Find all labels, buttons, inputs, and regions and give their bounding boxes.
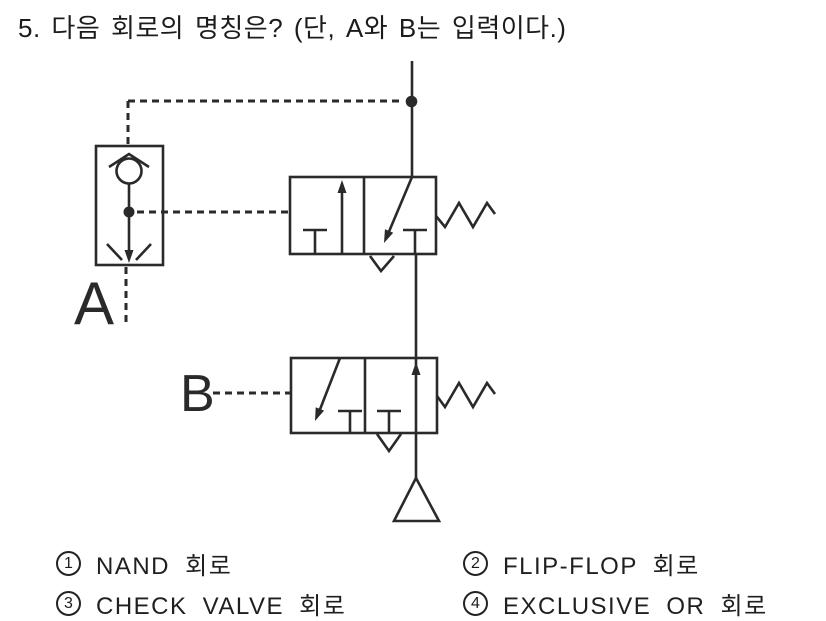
exhaust-vee-icon — [375, 433, 403, 454]
diagonal-arrow-icon — [315, 407, 325, 421]
option-3: 3 CHECK VALVE 회로 — [56, 586, 346, 621]
option-1: 1 NAND 회로 — [56, 546, 232, 581]
check-valve-seat — [108, 152, 150, 169]
junction-dot-top — [405, 95, 418, 108]
input-a: A — [74, 267, 128, 337]
check-valve-ball — [115, 157, 143, 185]
option-3-label: CHECK VALVE 회로 — [96, 593, 347, 620]
up-arrow-icon — [411, 362, 421, 375]
option-4-number: 4 — [463, 591, 488, 616]
option-1-number: 1 — [56, 551, 81, 576]
nozzle-left-line — [106, 243, 123, 261]
diagonal-arrow-icon — [384, 229, 394, 243]
option-3-number: 3 — [56, 591, 81, 616]
question-title: 5. 다음 회로의 명칭은? (단, A와 B는 입력이다.) — [18, 13, 567, 43]
spring-icon — [434, 200, 497, 230]
option-2: 2 FLIP-FLOP 회로 — [463, 546, 700, 581]
up-arrow-icon — [337, 180, 347, 193]
input-label-a: A — [74, 270, 114, 337]
input-label-b: B — [180, 365, 215, 423]
down-arrow-icon — [124, 250, 134, 263]
valve-upper — [288, 175, 497, 274]
option-4-label: EXCLUSIVE OR 회로 — [503, 593, 768, 620]
input-b: B — [180, 365, 290, 423]
valve-upper-diagonal-line — [386, 176, 414, 235]
junction-dot-check-valve — [123, 206, 135, 218]
output-triangle-icon — [391, 475, 442, 523]
spring-icon — [435, 380, 497, 410]
exhaust-vee-icon — [368, 255, 395, 274]
option-2-number: 2 — [463, 551, 488, 576]
nozzle-right-line — [135, 243, 152, 261]
check-valve-unit — [94, 144, 165, 267]
option-2-label: FLIP-FLOP 회로 — [503, 553, 700, 580]
valve-lower-diagonal-line — [317, 357, 342, 413]
valve-lower — [289, 356, 497, 454]
pilot-line-top — [126, 99, 404, 146]
option-4: 4 EXCLUSIVE OR 회로 — [463, 586, 768, 621]
option-1-label: NAND 회로 — [96, 553, 233, 580]
